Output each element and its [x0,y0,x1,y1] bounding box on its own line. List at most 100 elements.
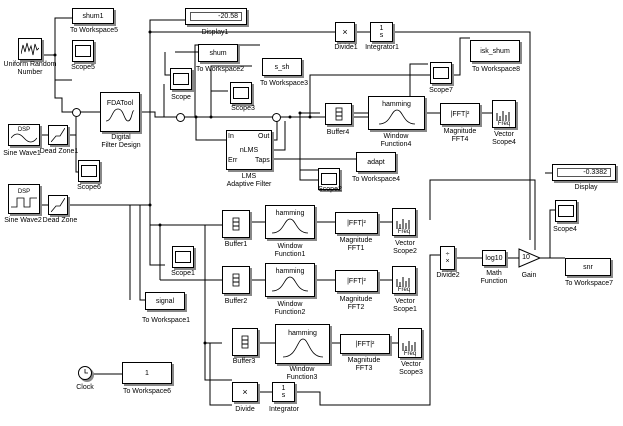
lms-port-in: In [228,133,234,140]
random-signal-icon [21,42,39,56]
dead-zone-block[interactable] [48,195,68,215]
window-function1-label: Window Function1 [274,243,306,258]
gain-triangle-icon[interactable] [518,248,542,268]
sum-block-2[interactable] [176,113,185,122]
to-workspace3-block[interactable]: s_sh [262,58,302,76]
to-workspace6-label: To Workspace6 [122,388,172,395]
integrator1-block[interactable]: 1 s [370,22,393,42]
lms-filter-block[interactable]: nLMS [226,130,272,170]
freq-text: Freq [397,287,411,293]
magnitude-fft3-block[interactable]: |FFT|² [340,334,390,354]
dead-zone1-block[interactable] [48,125,68,145]
divide-label: Divide [235,406,255,413]
to-workspace4-block[interactable]: adapt [356,152,396,172]
scope-screen-icon [558,205,574,217]
lms-port-err: Err [228,157,238,164]
integrator-label: Integrator [269,406,299,413]
to-workspace1-block[interactable]: signal [145,292,185,310]
scope3-block[interactable] [230,82,252,104]
window-function3-block[interactable]: hamming [275,324,330,364]
to-workspace4-label: To Workspace4 [351,176,401,183]
window-function4-block[interactable]: hamming [368,96,425,130]
sine-wave1-block[interactable]: DSP [8,124,40,146]
buffer3-label: Buffer3 [232,358,256,365]
spectrum-bars-icon [402,341,416,351]
buffer-icon [335,107,342,121]
magnitude-fft4-block[interactable]: |FFT|² [440,103,480,125]
window-function1-block[interactable]: hamming [265,205,315,239]
scope5-block[interactable] [72,40,94,62]
vector-scope2-block[interactable]: Freq [392,208,416,236]
sum-block-1[interactable] [72,108,81,117]
magnitude-fft3-label: Magnitude FFT3 [347,357,381,372]
spectrum-bars-icon [396,277,410,287]
buffer1-block[interactable] [222,210,250,238]
scope-screen-icon [75,45,91,57]
scope2-label: Scope2 [318,186,342,193]
display-block[interactable]: -0.3382 [552,164,616,181]
lms-port-out: Out [258,133,270,140]
display1-label: Display1 [201,29,229,36]
divide2-block[interactable]: ÷× [440,246,455,270]
dsp-tag: DSP [17,189,31,195]
vector-scope1-block[interactable]: Freq [392,266,416,294]
vector-scope3-block[interactable]: Freq [398,328,422,358]
to-workspace5-block[interactable]: shum1 [72,8,114,24]
buffer4-label: Buffer4 [326,129,350,136]
magnitude-fft2-block[interactable]: |FFT|² [335,270,378,292]
fdatool-block[interactable]: FDATool [100,92,140,132]
scope-screen-icon [433,67,449,79]
math-function-block[interactable]: log10 [482,250,506,266]
buffer4-block[interactable] [325,103,352,125]
window-function2-block[interactable]: hamming [265,263,315,297]
vector-scope4-block[interactable]: Freq [492,100,516,128]
magnitude-fft1-block[interactable]: |FFT|² [335,212,378,234]
buffer3-block[interactable] [232,328,258,356]
to-workspace1-label: To Workspace1 [141,317,191,324]
buffer-icon [232,217,240,231]
freq-text: Freq [397,229,411,235]
buffer2-block[interactable] [222,266,250,294]
integrator-block[interactable]: 1 s [272,382,295,402]
vector-scope1-label: Vector Scope1 [393,298,417,313]
scope7-block[interactable] [430,62,452,84]
scope1-block[interactable] [172,246,194,268]
scope2-block[interactable] [318,168,340,190]
divide1-block[interactable]: × [335,22,355,42]
display-label: Display [574,184,598,191]
divide-block[interactable]: × [232,382,258,402]
scope-label: Scope [171,94,191,101]
sum-block-3[interactable] [272,113,281,122]
filter-response-icon [105,108,135,121]
scope6-block[interactable] [78,160,100,182]
vector-scope3-label: Vector Scope3 [399,361,423,376]
display1-block[interactable]: -20.58 [185,8,247,25]
dead-zone-label: Dead Zone [42,217,78,224]
vector-scope2-label: Vector Scope2 [393,240,417,255]
scope-block[interactable] [170,68,192,90]
clock-block[interactable] [78,366,92,380]
divide1-label: Divide1 [334,44,358,51]
to-workspace3-label: To Workspace3 [259,80,309,87]
dead-zone-icon [51,198,65,212]
to-workspace7-label: To Workspace7 [564,280,614,287]
sine-wave2-block[interactable]: DSP [8,184,40,214]
freq-text: Freq [403,351,417,357]
dsp-tag: DSP [17,127,31,133]
scope3-label: Scope3 [231,105,255,112]
to-workspace8-label: To Workspace8 [471,66,521,73]
scope-screen-icon [173,73,189,85]
sine-wave-icon [11,133,37,143]
freq-text: Freq [497,121,511,127]
clock-icon [84,369,88,374]
window-function3-label: Window Function3 [286,366,318,381]
square-wave-icon [11,197,37,208]
to-workspace2-block[interactable]: shum [198,44,238,62]
scope4-block[interactable] [555,200,577,222]
uniform-random-block[interactable] [18,38,42,60]
to-workspace7-block[interactable]: snr [565,258,611,276]
window-function4-label: Window Function4 [380,133,412,148]
to-workspace6-block[interactable]: 1 [122,362,172,384]
sine-wave1-label: Sine Wave1 [3,150,41,157]
to-workspace8-block[interactable]: isk_shum [470,40,520,62]
